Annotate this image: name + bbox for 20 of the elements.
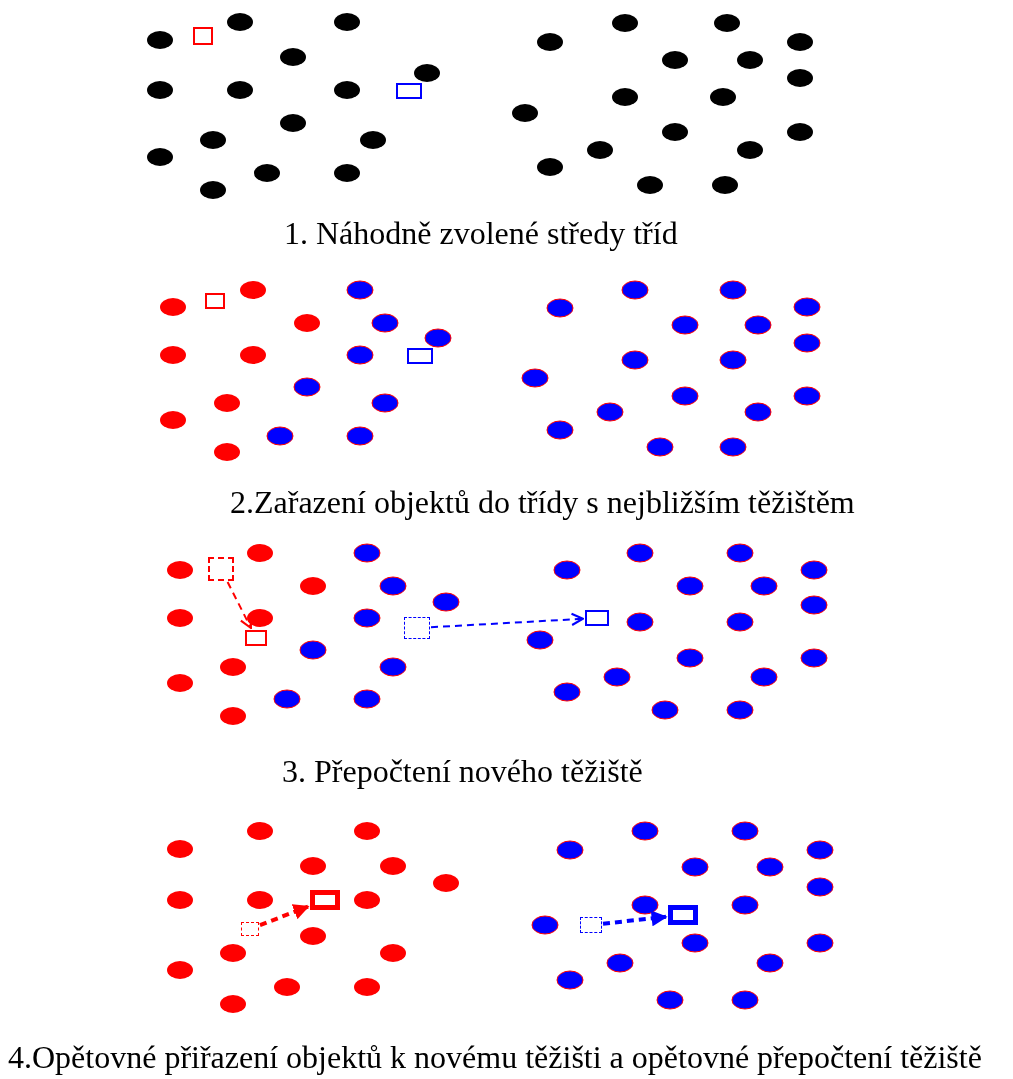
dashed-arrow [226, 581, 252, 630]
centroid-square [193, 27, 213, 45]
step-caption: 1. Náhodně zvolené středy tříd [284, 214, 678, 253]
centroid-square [396, 83, 422, 99]
dashed-arrow [430, 612, 585, 629]
centroid-square [407, 348, 433, 364]
centroid-square [241, 922, 259, 936]
centroid-square [404, 617, 430, 639]
centroid-square [208, 557, 234, 581]
dashed-arrow [259, 904, 310, 927]
centroid-square [585, 610, 609, 626]
centroid-square [580, 917, 602, 933]
dashed-arrow [602, 910, 668, 927]
step-caption: 4.Opětovné přiřazení objektů k novému těžišti a opětovné přepočtení těžiště [8, 1038, 982, 1077]
centroid-square [668, 905, 698, 925]
centroid-square [245, 630, 267, 646]
centroid-square [310, 890, 340, 910]
centroid-square [205, 293, 225, 309]
step-caption: 3. Přepočtení nového těžiště [282, 752, 643, 791]
step-caption: 2.Zařazení objektů do třídy s nejbližším těžištěm [230, 483, 855, 522]
